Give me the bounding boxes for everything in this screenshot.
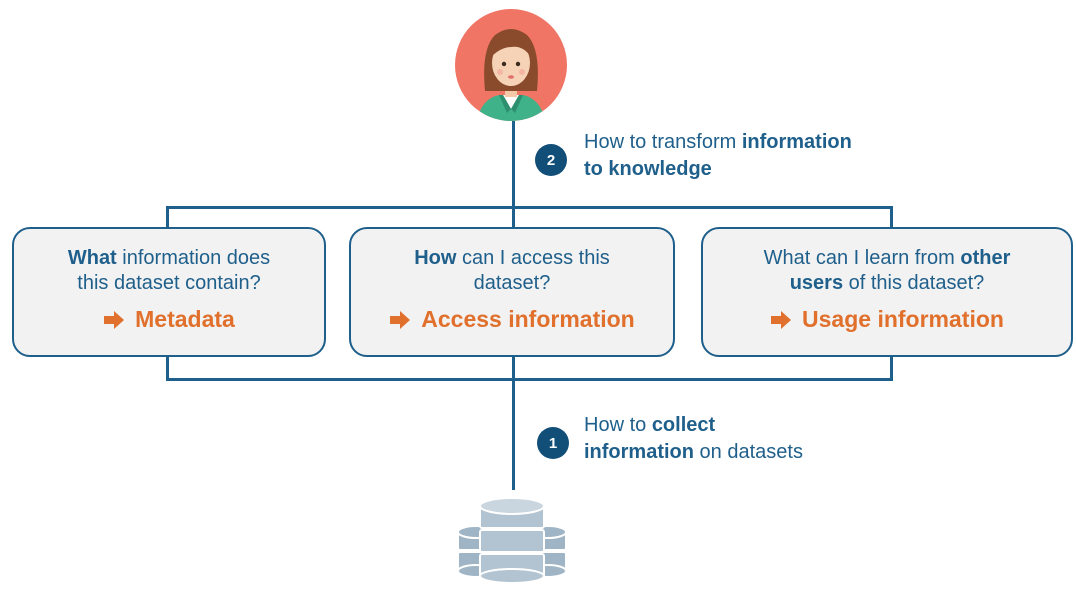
connector-bottom-vertical (512, 378, 515, 490)
usage-information-box: What can I learn from other users of thi… (701, 227, 1073, 357)
connector-top-center-drop (512, 206, 515, 228)
arrow-right-icon (104, 310, 125, 329)
usage-answer: Usage information (703, 306, 1071, 333)
usage-question-plain-2: of this dataset? (843, 272, 985, 294)
step-2-text-bold-2: to knowledge (584, 158, 712, 180)
access-answer: Access information (351, 306, 673, 333)
step-1-text-bold-2: information (584, 441, 694, 463)
usage-answer-label: Usage information (802, 306, 1004, 332)
step-2-number: 2 (546, 151, 556, 169)
metadata-answer: Metadata (14, 306, 324, 333)
connector-bottom-horizontal (166, 378, 893, 381)
metadata-box: What information does this dataset conta… (12, 227, 326, 357)
metadata-question-line2: this dataset contain? (77, 272, 261, 294)
user-avatar-icon (455, 9, 567, 121)
step-2-text-bold: information (741, 131, 852, 153)
arrow-right-icon (390, 310, 411, 329)
access-question-bold: How (414, 247, 457, 269)
connector-bottom-left-rise (166, 356, 169, 380)
connector-bottom-center-rise (512, 356, 515, 380)
usage-question-plain: What can I learn from (763, 247, 961, 269)
connector-top-right-drop (890, 206, 893, 228)
arrow-right-icon (771, 310, 792, 329)
usage-question: What can I learn from other users of thi… (703, 246, 1071, 296)
access-question: How can I access this dataset? (351, 246, 673, 296)
step-1-badge: 1 (537, 427, 569, 459)
step-2-text-plain: How to transform (584, 131, 742, 153)
metadata-question-bold: What (67, 247, 117, 269)
connector-top-left-drop (166, 206, 169, 228)
step-1-text-plain-2: on datasets (694, 441, 803, 463)
step-1-label: How to collect information on datasets (584, 412, 803, 466)
connector-top-horizontal (166, 206, 893, 209)
step-1-text-plain: How to (584, 414, 652, 436)
step-2-badge: 2 (535, 144, 567, 176)
usage-question-bold-2: users (789, 272, 844, 294)
connector-top-vertical (512, 121, 515, 207)
access-information-box: How can I access this dataset? Access in… (349, 227, 675, 357)
step-1-text-bold: collect (651, 414, 716, 436)
access-question-line2: dataset? (473, 272, 551, 294)
access-answer-label: Access information (421, 306, 635, 332)
usage-question-bold: other (960, 247, 1011, 269)
step-1-number: 1 (548, 434, 558, 452)
metadata-question-plain: information does (116, 247, 271, 269)
database-icon (456, 492, 568, 584)
connector-bottom-right-rise (890, 356, 893, 380)
metadata-question: What information does this dataset conta… (14, 246, 324, 296)
access-question-plain: can I access this (456, 247, 610, 269)
metadata-answer-label: Metadata (135, 306, 235, 332)
step-2-label: How to transform information to knowledg… (584, 129, 852, 183)
